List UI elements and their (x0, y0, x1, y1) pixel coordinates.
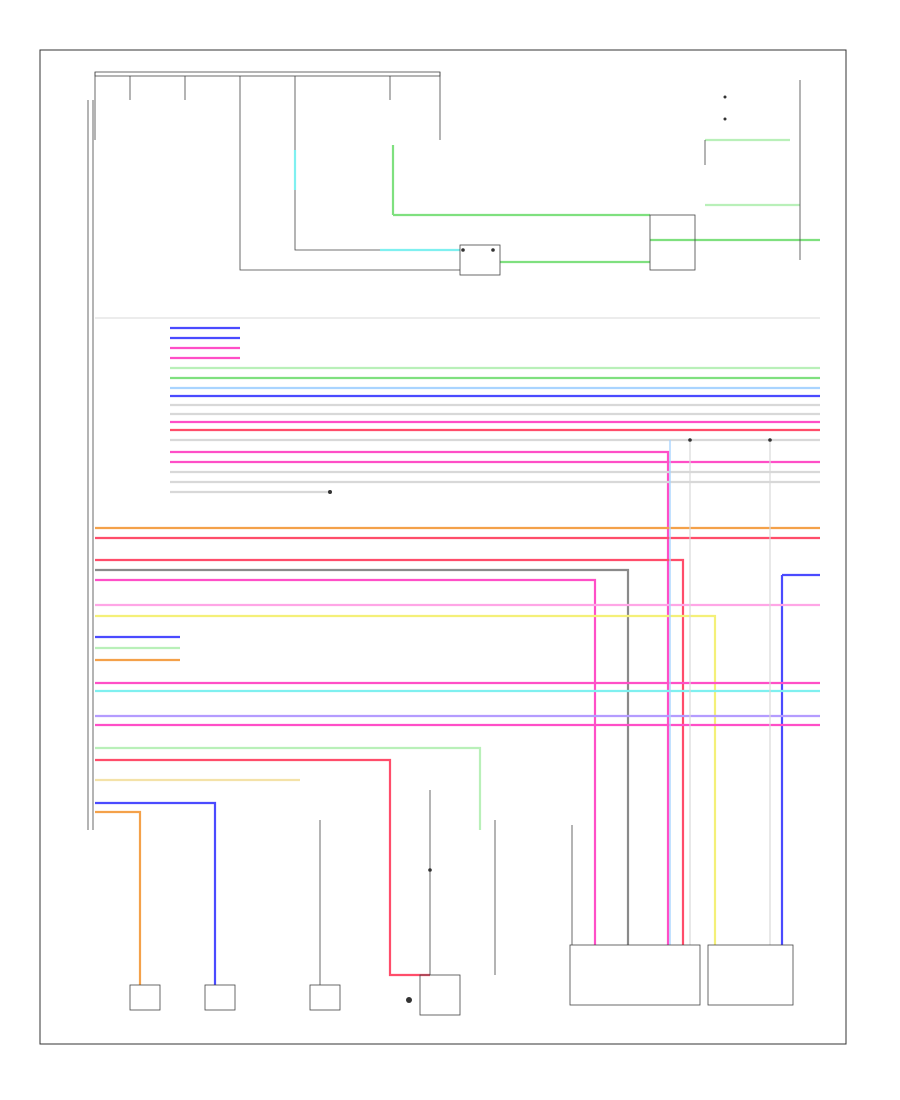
diagram-frame (39, 49, 847, 1045)
top-circuit (239, 80, 820, 276)
bus-wires (95, 317, 820, 985)
top-fuse-box (94, 71, 441, 140)
left-ecu-connector (87, 100, 94, 830)
bottom-components (129, 438, 794, 1016)
